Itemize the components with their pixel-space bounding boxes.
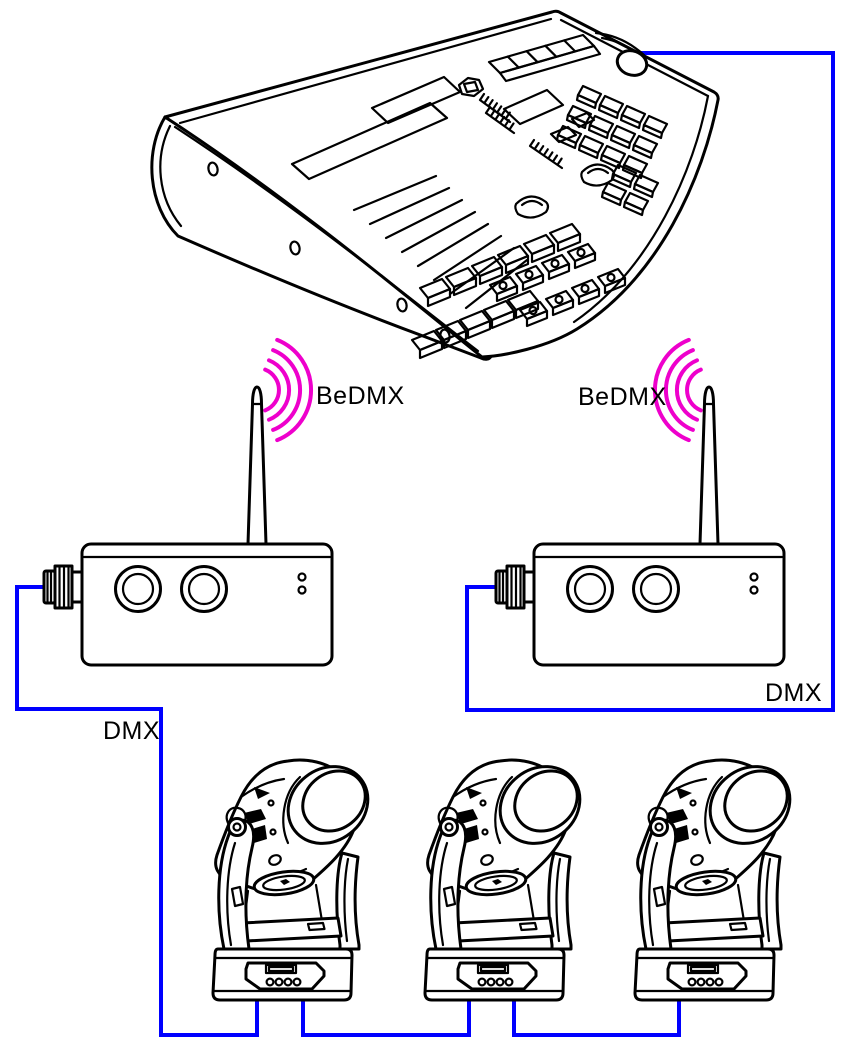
dmx-cable-left-transceiver-to-fixture-1 <box>15 585 259 1037</box>
bedmx-label-right: BeDMX <box>578 383 667 411</box>
key-strip <box>487 33 602 83</box>
dmx-cable-fixture-1-to-fixture-2 <box>301 1001 471 1037</box>
trackball <box>615 49 649 77</box>
wireless-transceiver-right <box>494 385 786 667</box>
bedmx-label-left: BeDMX <box>316 382 405 410</box>
dmx-label-right: DMX <box>765 679 822 707</box>
jog-wheel <box>514 195 550 219</box>
dmx-label-left: DMX <box>103 717 160 745</box>
screw-hole <box>207 161 219 177</box>
moving-head-fixture-3 <box>633 749 807 1002</box>
moving-head-fixture-1 <box>211 749 385 1002</box>
lighting-console-illustration <box>150 9 720 361</box>
tick-marks <box>478 92 564 170</box>
screw-hole <box>289 240 301 256</box>
wireless-transceiver-left <box>42 385 334 667</box>
signal-waves-left-icon <box>263 337 313 443</box>
signal-waves-right-icon <box>653 337 703 443</box>
moving-head-fixture-2 <box>423 749 597 1002</box>
jog-wheel <box>580 163 616 187</box>
dmx-cable-console-to-right-transceiver <box>465 51 835 712</box>
touch-pad <box>502 88 565 126</box>
console-display <box>370 75 462 125</box>
console-display <box>290 101 449 181</box>
screw-hole <box>396 297 408 313</box>
dmx-cable-fixture-2-to-fixture-3 <box>512 1001 681 1037</box>
dmx-cables <box>15 51 835 1037</box>
rotary-knob <box>457 76 485 98</box>
fader-bank <box>352 174 529 310</box>
